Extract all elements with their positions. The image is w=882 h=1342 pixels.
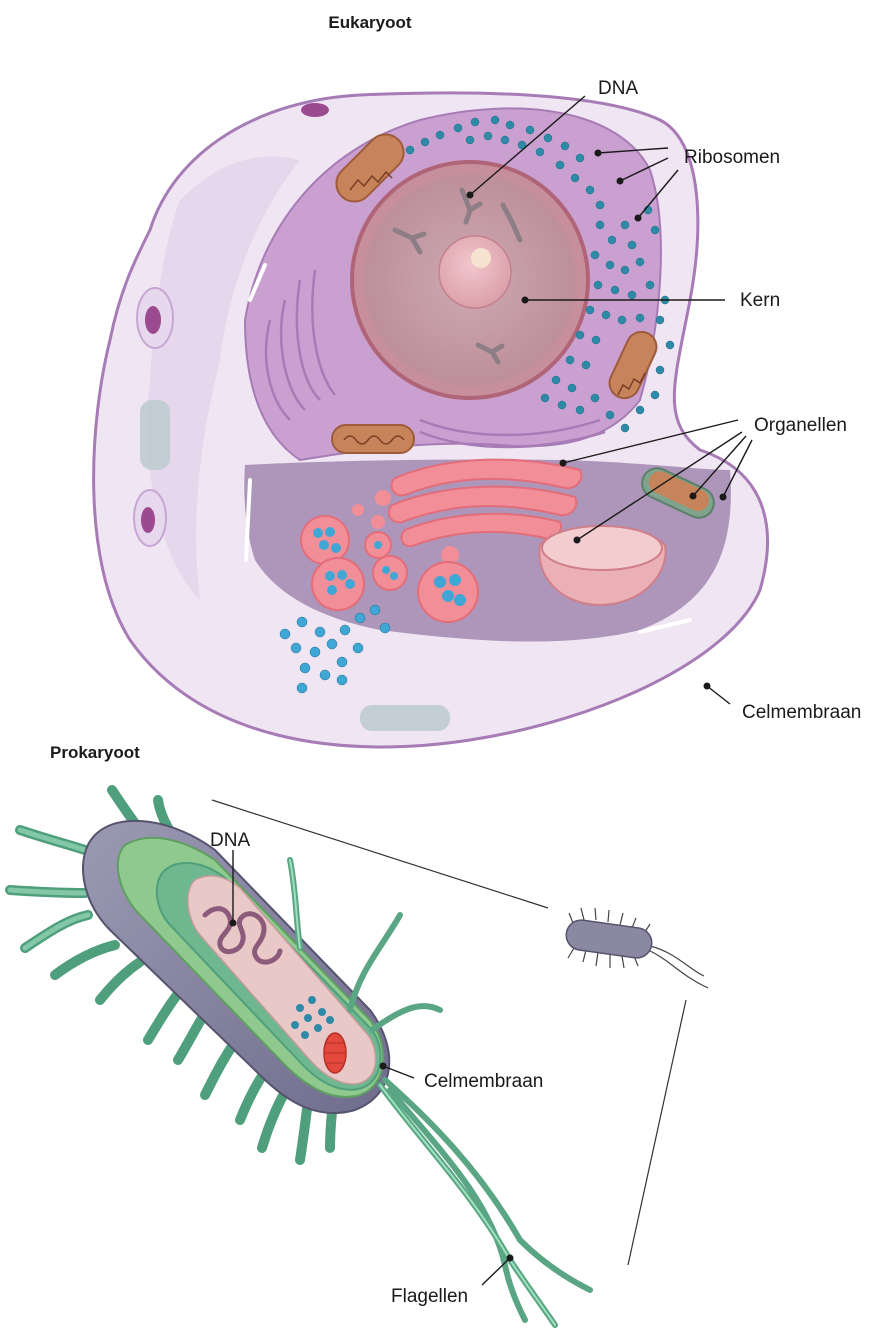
zoom-line xyxy=(212,800,548,908)
mitochondrion xyxy=(332,425,414,453)
vesicle-core xyxy=(141,507,155,533)
lysosome xyxy=(373,556,407,590)
label-prok-cell-membrane: Celmembraan xyxy=(424,1071,543,1092)
lysosome xyxy=(418,562,478,622)
label-organelles: Organellen xyxy=(754,415,847,436)
lysosome xyxy=(365,532,391,558)
label-dna: DNA xyxy=(598,78,638,99)
eukaryote-title: Eukaryoot xyxy=(328,13,411,32)
lysosome xyxy=(301,516,349,564)
label-cell-membrane: Celmembraan xyxy=(742,702,861,723)
eukaryotic-cell xyxy=(94,93,768,747)
zoom-line xyxy=(628,1000,686,1265)
lysosome xyxy=(312,558,364,610)
plasmid xyxy=(324,1033,346,1073)
prokaryotic-cell xyxy=(10,790,590,1325)
vacuole xyxy=(140,400,170,470)
vesicle-core xyxy=(301,103,329,117)
label-ribosomes: Ribosomen xyxy=(684,147,780,168)
nucleolus-highlight xyxy=(471,248,491,268)
small-bacterium xyxy=(564,908,708,988)
label-nucleus: Kern xyxy=(740,290,780,311)
label-prok-dna: DNA xyxy=(210,830,250,851)
vacuole xyxy=(360,705,450,731)
nucleolus xyxy=(439,236,511,308)
label-flagella: Flagellen xyxy=(391,1286,468,1307)
vesicle-core xyxy=(145,306,161,334)
prokaryote-title: Prokaryoot xyxy=(50,743,140,762)
vacuole-organelle-top xyxy=(542,526,662,570)
